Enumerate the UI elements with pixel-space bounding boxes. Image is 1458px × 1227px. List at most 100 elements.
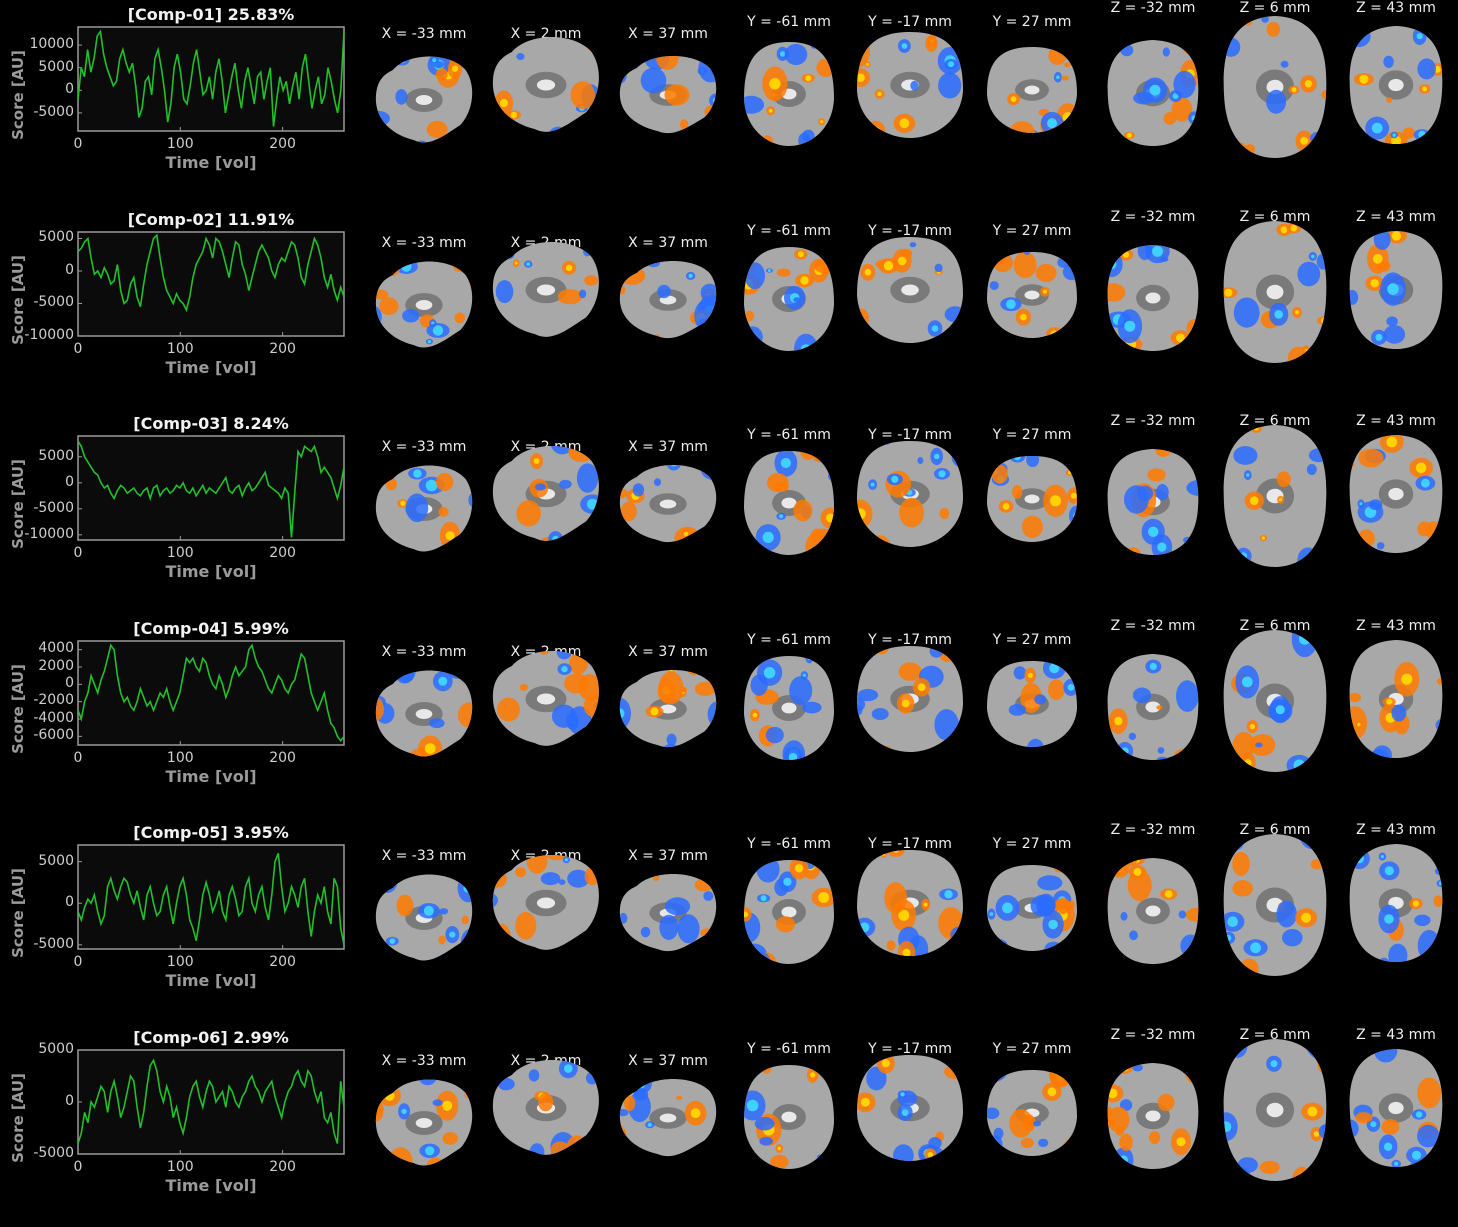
- activation-peak-negative: [1246, 473, 1250, 477]
- timeseries-plot: [77, 435, 345, 541]
- activation-peak-positive: [804, 451, 812, 453]
- brain-image: [987, 251, 1077, 338]
- activation-negative: [759, 1136, 773, 1146]
- activation-negative: [789, 675, 813, 705]
- x-tick-label: 100: [166, 545, 194, 561]
- activation-peak-positive: [1047, 1086, 1057, 1096]
- activation-peak-negative: [375, 465, 378, 469]
- activation-peak-negative: [1149, 84, 1161, 96]
- activation-positive: [668, 669, 675, 672]
- activation-positive: [519, 683, 528, 691]
- activation-positive: [775, 916, 796, 933]
- x-tick-label: 200: [269, 749, 296, 766]
- slice-coordinate-label: Z = 6 mm: [1239, 413, 1311, 429]
- activation-positive: [1185, 244, 1199, 255]
- activation-peak-negative: [386, 1085, 393, 1091]
- y-tick-label: -4000: [33, 709, 74, 726]
- slice-coordinate-label: Y = -17 mm: [868, 222, 952, 239]
- activation-peak-positive: [384, 1090, 395, 1101]
- x-tick-label: 100: [166, 749, 194, 766]
- activation-positive: [584, 867, 599, 886]
- activation-peak-positive: [800, 275, 809, 285]
- activation-positive: [680, 119, 689, 131]
- activation-positive: [866, 32, 875, 36]
- x-tick-label: 0: [73, 749, 83, 766]
- y-tick-label: 2000: [38, 657, 74, 674]
- slice-coordinate-label: Z = -32 mm: [1110, 617, 1196, 634]
- slice-coordinate-label: X = 37 mm: [628, 439, 708, 455]
- activation-peak-positive: [1050, 330, 1059, 338]
- component-title: [Comp-02] 11.91%: [127, 209, 295, 229]
- activation-peak-negative: [707, 465, 717, 475]
- brain-slice-sagittal: X = -33 mm: [364, 614, 484, 818]
- activation-negative: [492, 892, 498, 908]
- activation-negative: [1376, 542, 1385, 550]
- activation-negative: [1316, 252, 1327, 270]
- activation-positive: [1068, 50, 1077, 61]
- activation-negative: [1176, 679, 1199, 712]
- activation-negative: [987, 1137, 995, 1156]
- activation-negative: [703, 891, 714, 901]
- activation-peak-negative: [1415, 1110, 1423, 1118]
- activation-peak-negative: [1006, 298, 1016, 309]
- slice-coordinate-label: Z = 43 mm: [1356, 208, 1436, 225]
- slice-coordinate-label: Z = 6 mm: [1239, 1026, 1311, 1043]
- brain-image: [1223, 425, 1327, 567]
- activation-peak-negative: [647, 1122, 652, 1127]
- activation-negative: [375, 465, 393, 475]
- brain-slice-sagittal: X = 37 mm: [608, 1023, 728, 1227]
- activation-peak-negative: [1048, 919, 1058, 930]
- activation-negative: [1349, 848, 1370, 870]
- activation-negative: [989, 280, 999, 290]
- activation-positive: [1183, 43, 1199, 55]
- activation-negative: [576, 463, 599, 493]
- activation-peak-negative: [1421, 478, 1430, 488]
- activation-peak-negative: [948, 61, 954, 68]
- slice-coordinate-label: Y = 27 mm: [992, 1040, 1072, 1057]
- activation-peak-negative: [1416, 33, 1423, 40]
- activation-peak-negative: [780, 457, 791, 469]
- brain-slice-axial: Z = 43 mm: [1336, 818, 1456, 1022]
- activation-negative: [619, 697, 631, 729]
- activation-negative: [666, 465, 681, 471]
- brain-slice-sagittal: X = 2 mm: [486, 818, 606, 1022]
- activation-positive: [1061, 75, 1070, 81]
- brain-image: [375, 1079, 473, 1165]
- activation-peak-negative: [463, 883, 473, 893]
- x-axis-label: Time [vol]: [165, 1175, 257, 1195]
- x-tick-label: 200: [269, 136, 296, 152]
- activation-negative: [558, 948, 575, 950]
- activation-peak-positive: [1301, 912, 1312, 923]
- activation-peak-negative: [857, 646, 868, 659]
- activation-peak-negative: [767, 268, 771, 272]
- brain-white-matter: [1024, 494, 1040, 504]
- brain-white-matter: [415, 95, 433, 105]
- activation-positive: [1358, 529, 1375, 548]
- activation-negative: [1414, 914, 1431, 926]
- activation-peak-negative: [1067, 683, 1075, 691]
- activation-negative: [630, 874, 645, 882]
- activation-peak-positive: [650, 707, 659, 715]
- brain-slice-sagittal: X = 37 mm: [608, 818, 728, 1022]
- activation-peak-positive: [1391, 230, 1402, 241]
- slice-coordinate-label: Z = 43 mm: [1356, 1026, 1436, 1043]
- activation-peak-negative: [389, 938, 396, 944]
- activation-negative: [383, 56, 407, 63]
- activation-peak-positive: [1010, 96, 1017, 102]
- activation-peak-positive: [1294, 309, 1300, 314]
- y-tick-label: 5000: [38, 852, 74, 869]
- activation-positive: [463, 954, 473, 961]
- x-tick-label: 200: [269, 545, 296, 561]
- activation-peak-negative: [944, 890, 953, 899]
- brain-slice-axial: Z = -32 mm: [1093, 0, 1213, 204]
- brain-image: [375, 670, 473, 756]
- activation-positive: [793, 499, 813, 522]
- activation-peak-negative: [526, 261, 531, 266]
- activation-positive: [1021, 515, 1043, 538]
- brain-slice-axial: Z = 43 mm: [1336, 614, 1456, 818]
- brain-slice-coronal: Y = -61 mm: [729, 818, 849, 1022]
- activation-peak-positive: [400, 500, 406, 506]
- activation-positive: [688, 535, 705, 543]
